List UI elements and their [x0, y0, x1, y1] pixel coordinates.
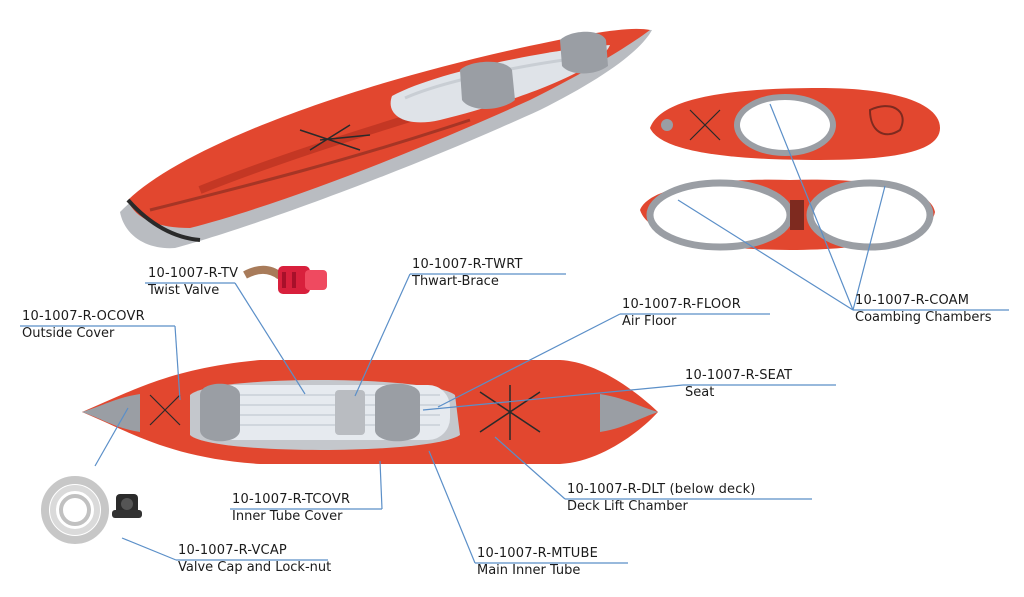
part-code: 10-1007-R-TV [148, 266, 239, 281]
leader-vcap-pointer [121, 537, 177, 561]
leader-floor-pointer [437, 313, 621, 408]
leader-mtube-pointer [428, 450, 476, 564]
part-code: 10-1007-R-VCAP [178, 543, 287, 558]
leader-tcovr-pointer [379, 460, 383, 510]
part-name: Twist Valve [148, 283, 220, 298]
part-label-coam: 10-1007-R-COAM Coambing Chambers [855, 292, 991, 326]
twist-valve-icon [243, 265, 327, 294]
part-code: 10-1007-R-FLOOR [622, 297, 741, 312]
leader-tv-pointer [234, 282, 306, 395]
part-label-dlt: 10-1007-R-DLT (below deck) Deck Lift Cha… [567, 481, 756, 515]
part-name: Main Inner Tube [477, 563, 581, 578]
part-code: 10-1007-R-TWRT [412, 257, 523, 272]
leader-ocovr-pointer [174, 325, 181, 401]
kayak-perspective-view [120, 28, 652, 249]
part-name: Seat [685, 385, 715, 400]
valve-cap-icon [41, 476, 142, 544]
coaming-top-view [650, 88, 940, 160]
part-label-twrt: 10-1007-R-TWRT Thwart-Brace [412, 256, 523, 290]
part-code: 10-1007-R-SEAT [685, 368, 793, 383]
leader-seat-pointer [422, 384, 684, 411]
part-label-tcovr: 10-1007-R-TCOVR Inner Tube Cover [232, 491, 350, 525]
leader-coam-pointer-1 [677, 199, 854, 311]
kayak-top-view [82, 360, 658, 464]
leader-coam-pointer-2 [769, 103, 854, 311]
part-label-tv: 10-1007-R-TV Twist Valve [148, 265, 238, 299]
part-label-ocovr: 10-1007-R-OCOVR Outside Cover [22, 308, 145, 342]
leader-coam-pointer-3 [852, 185, 886, 311]
part-label-vcap: 10-1007-R-VCAP Valve Cap and Lock-nut [178, 542, 331, 576]
part-name: Thwart-Brace [412, 274, 499, 289]
part-code: 10-1007-R-OCOVR [22, 309, 145, 324]
part-code: 10-1007-R-DLT (below deck) [567, 482, 756, 497]
part-label-floor: 10-1007-R-FLOOR Air Floor [622, 296, 741, 330]
part-label-seat: 10-1007-R-SEAT Seat [685, 367, 792, 401]
coaming-chamber-view [640, 179, 935, 251]
part-code: 10-1007-R-TCOVR [232, 492, 351, 507]
leader-twrt-pointer [354, 273, 411, 397]
leader-lines [20, 103, 1009, 564]
part-name: Air Floor [622, 314, 677, 329]
part-name: Valve Cap and Lock-nut [178, 560, 332, 575]
part-name: Coambing Chambers [855, 310, 992, 325]
part-code: 10-1007-R-MTUBE [477, 546, 599, 561]
part-name: Deck Lift Chamber [567, 499, 688, 514]
leader-dlt-pointer [494, 436, 566, 500]
leader-valve-pointer [94, 407, 129, 467]
part-name: Outside Cover [22, 326, 115, 341]
part-name: Inner Tube Cover [232, 509, 343, 524]
part-label-mtube: 10-1007-R-MTUBE Main Inner Tube [477, 545, 598, 579]
part-code: 10-1007-R-COAM [855, 293, 970, 308]
